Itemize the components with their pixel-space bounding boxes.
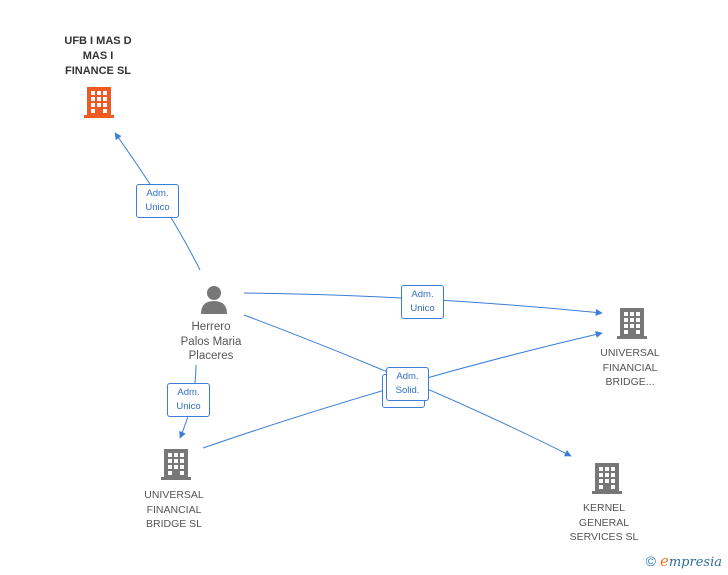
empresia-logo[interactable]: empresia [660,552,722,570]
edge-label-adm-unico-ufb[interactable]: Adm. Unico [136,184,179,218]
edge-label-adm-unico-bridge-sl[interactable]: Adm. Unico [167,383,210,417]
edge-label-line2: Solid. [395,385,420,396]
node-label-kernel[interactable]: KERNEL GENERAL SERVICES SL [569,502,639,543]
building-icon[interactable] [616,306,648,340]
edge-label-line2: Unico [410,303,435,314]
edge-label-line2: Unico [145,202,170,213]
node-label-ufb[interactable]: UFB I MAS D MAS I FINANCE SL [64,35,132,77]
edge-label-line1: Adm. [411,289,434,300]
edge-label-adm-solid[interactable]: Adm. Solid. [386,367,429,401]
logo-letter: e [659,552,669,570]
edge-label-line1: Adm. [177,387,200,398]
logo-text: mpresia [668,555,722,570]
copyright-symbol: © [645,553,656,569]
node-label-bridge-sl[interactable]: UNIVERSAL FINANCIAL BRIDGE SL [144,489,204,530]
building-icon[interactable] [591,461,623,495]
footer-branding: © empresia [646,552,722,570]
node-label-bridge-right[interactable]: UNIVERSAL FINANCIAL BRIDGE... [600,347,660,388]
edge-label-adm-unico-bridge-right[interactable]: Adm. Unico [401,285,444,319]
building-icon[interactable] [160,447,192,481]
building-icon[interactable] [83,85,115,119]
node-label-person[interactable]: Herrero Palos Maria Placeres [180,321,242,362]
edge-label-line2: Unico [176,401,201,412]
person-icon[interactable] [199,284,229,314]
edge-label-line1: Adm. [396,371,419,382]
edge-label-line1: Adm. [146,188,169,199]
